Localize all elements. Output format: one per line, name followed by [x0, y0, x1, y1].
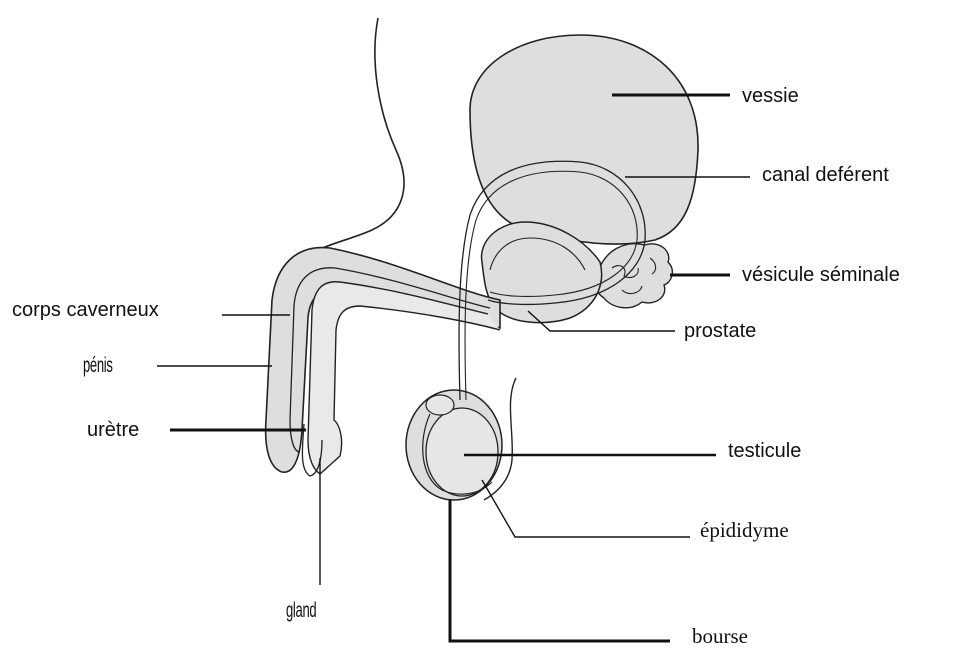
label-vesicule-seminale: vésicule séminale: [742, 265, 900, 285]
label-epididyme: épididyme: [700, 520, 789, 541]
label-uretre: urètre: [87, 420, 139, 440]
body-contour: [300, 18, 404, 262]
label-penis: pénis: [83, 355, 113, 376]
label-bourse: bourse: [692, 626, 748, 647]
leader-bourse: [450, 500, 670, 641]
leader-epididyme: [482, 480, 690, 537]
label-canal-deferent: canal deférent: [762, 165, 889, 185]
label-prostate: prostate: [684, 321, 756, 341]
seminal-vesicle: [596, 244, 673, 308]
bladder: [470, 35, 698, 244]
testicle: [426, 408, 498, 496]
label-vessie: vessie: [742, 86, 799, 106]
label-corps-caverneux: corps caverneux: [12, 300, 159, 320]
epididymis-head: [426, 395, 454, 415]
label-gland: gland: [286, 600, 316, 621]
label-testicule: testicule: [728, 441, 801, 461]
